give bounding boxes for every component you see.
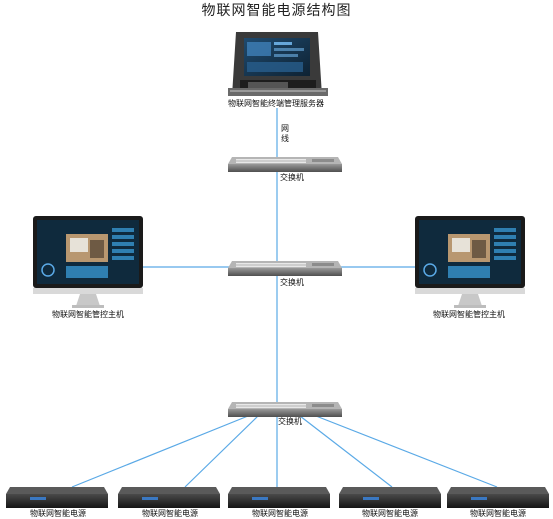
power-unit-1-label: 物联网智能电源 bbox=[30, 509, 86, 518]
power-unit-5 bbox=[447, 487, 549, 508]
connection-lines bbox=[71, 108, 498, 488]
power-unit-2 bbox=[118, 487, 220, 508]
diagram-title: 物联网智能电源结构图 bbox=[201, 3, 352, 19]
network-line-label-1: 网 bbox=[281, 124, 289, 133]
power-unit-4-label: 物联网智能电源 bbox=[362, 509, 418, 518]
server-device bbox=[228, 32, 328, 96]
power-unit-1 bbox=[6, 487, 108, 508]
server-label: 物联网智能终端管理服务器 bbox=[228, 99, 324, 108]
link-switch3-power4 bbox=[299, 415, 393, 488]
power-unit-2-label: 物联网智能电源 bbox=[142, 509, 198, 518]
switch-2-label: 交换机 bbox=[280, 278, 304, 287]
link-switch3-power1 bbox=[71, 415, 249, 488]
network-line-label-2: 线 bbox=[281, 134, 289, 143]
power-unit-3 bbox=[228, 487, 330, 508]
power-unit-3-label: 物联网智能电源 bbox=[252, 509, 308, 518]
switch-1 bbox=[228, 157, 342, 172]
host-right-label: 物联网智能管控主机 bbox=[433, 310, 505, 319]
host-monitor-right bbox=[415, 216, 525, 308]
switch-3-label: 交换机 bbox=[278, 417, 302, 426]
switch-2 bbox=[228, 261, 342, 276]
switch-3 bbox=[228, 402, 342, 417]
host-monitor-left bbox=[33, 216, 143, 308]
link-switch3-power2 bbox=[184, 415, 259, 488]
power-unit-4 bbox=[339, 487, 441, 508]
link-switch3-power5 bbox=[315, 415, 498, 488]
switch-1-label: 交换机 bbox=[280, 173, 304, 182]
host-left-label: 物联网智能管控主机 bbox=[52, 310, 124, 319]
power-unit-5-label: 物联网智能电源 bbox=[470, 509, 526, 518]
